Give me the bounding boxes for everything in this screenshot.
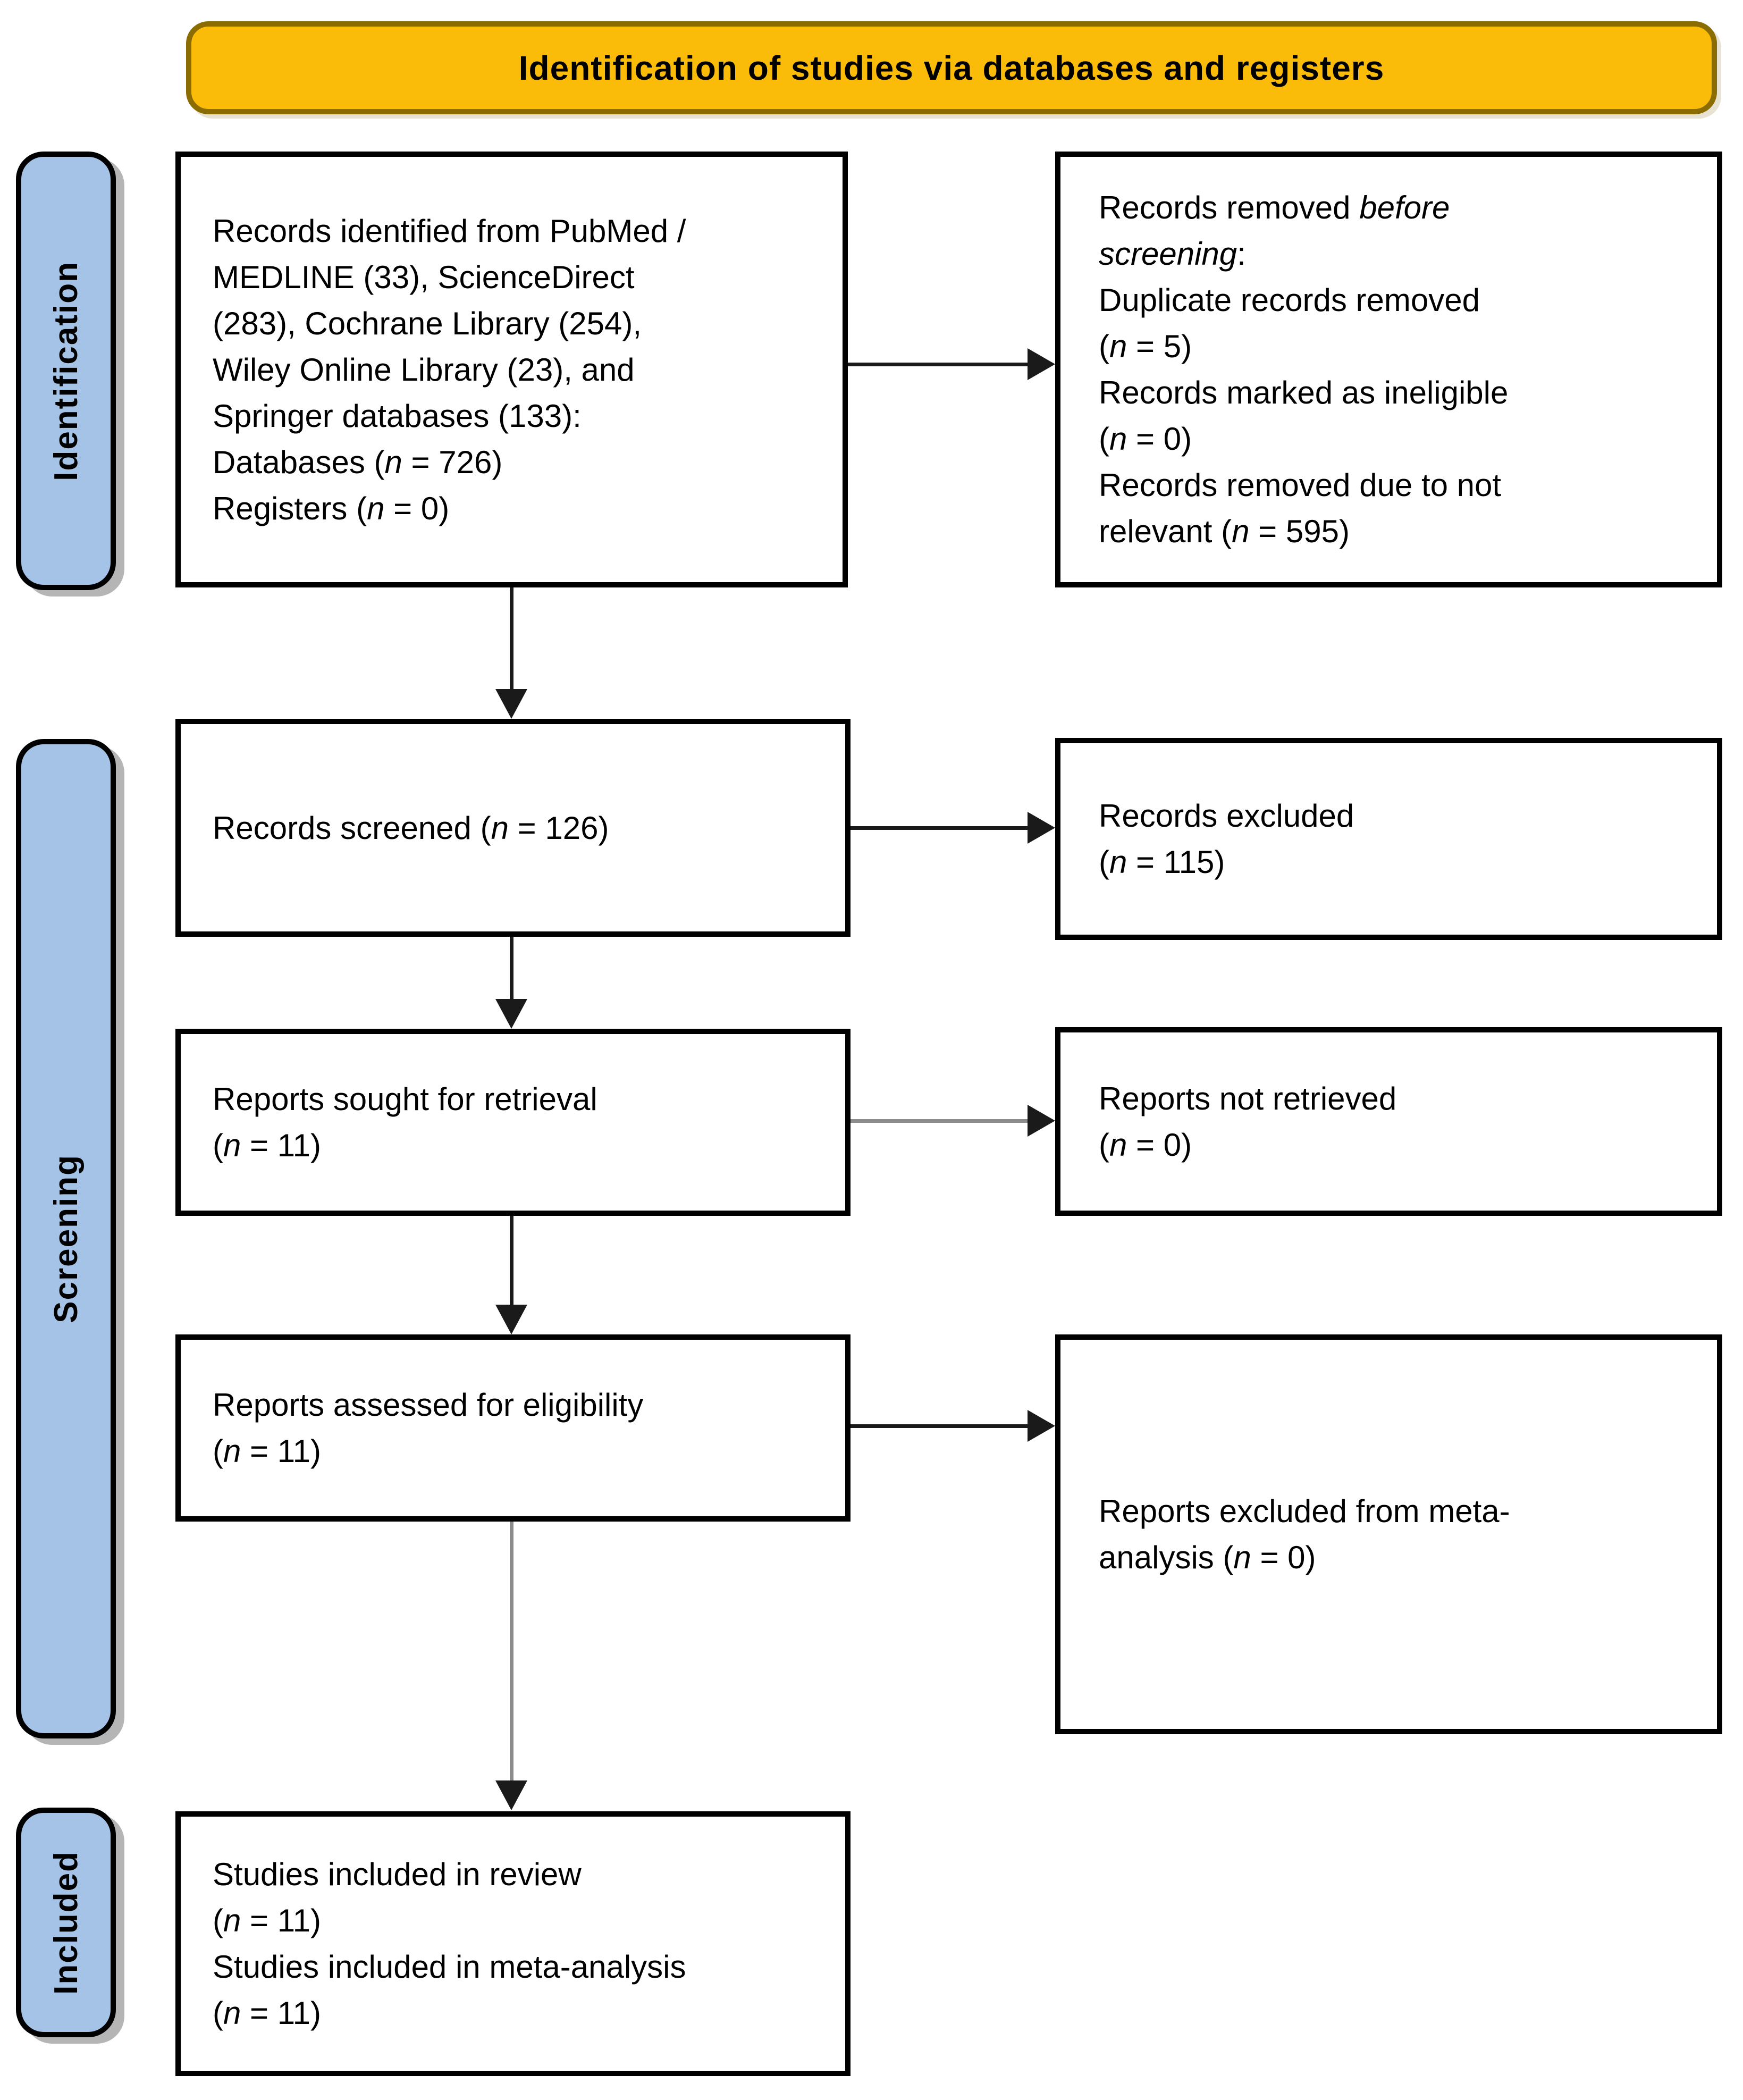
text-line: relevant (n = 595) <box>1099 514 1350 549</box>
box-reports-excluded-meta: Reports excluded from meta-analysis (n =… <box>1055 1334 1722 1734</box>
box-reports-assessed: Reports assessed for eligibility (n = 11) <box>175 1334 851 1522</box>
arrowhead-identified-to-removed <box>1028 348 1055 380</box>
text-line: Reports excluded from meta- <box>1099 1493 1510 1529</box>
box-reports-sought: Reports sought for retrieval (n = 11) <box>175 1029 851 1216</box>
arrowhead-identified-to-screened <box>495 689 527 719</box>
text-line: Wiley Online Library (23), and <box>213 351 635 388</box>
arrowhead-sought-to-not-retrieved <box>1028 1105 1055 1137</box>
box-records-excluded: Records excluded (n = 115) <box>1055 738 1722 940</box>
text-line: Records excluded <box>1099 798 1354 834</box>
text-line: (283), Cochrane Library (254), <box>213 305 642 341</box>
arrow-line-assessed-to-excluded-meta <box>851 1424 1030 1428</box>
text-line: Databases (n = 726) <box>213 444 503 480</box>
text-line: (n = 0) <box>1099 1127 1192 1163</box>
text-line: Springer databases (133): <box>213 398 582 434</box>
text-line: (n = 115) <box>1099 844 1225 880</box>
text-line: MEDLINE (33), ScienceDirect <box>213 259 635 295</box>
text-line: Records screened (n = 126) <box>213 810 609 846</box>
text-line: analysis (n = 0) <box>1099 1540 1316 1575</box>
text-line: (n = 0) <box>1099 421 1192 457</box>
stage-label-screening: Screening <box>16 739 116 1738</box>
arrow-line-screened-to-excluded <box>851 826 1030 830</box>
text-line: Records removed due to not <box>1099 467 1502 503</box>
box-records-screened: Records screened (n = 126) <box>175 719 851 937</box>
stage-label-identification: Identification <box>16 152 116 590</box>
text-line: Reports sought for retrieval <box>213 1081 597 1117</box>
box-records-removed: Records removed before screening: Duplicat… <box>1055 152 1722 587</box>
stage-label-identification-text: Identification <box>47 261 85 481</box>
banner-title: Identification of studies via databases … <box>518 48 1385 87</box>
text-line: screening: <box>1099 236 1246 272</box>
arrowhead-assessed-to-included <box>495 1780 527 1810</box>
box-reports-not-retrieved: Reports not retrieved (n = 0) <box>1055 1027 1722 1216</box>
arrow-line-identified-to-removed <box>848 363 1030 366</box>
banner: Identification of studies via databases … <box>186 21 1717 114</box>
arrow-line-sought-to-not-retrieved <box>851 1119 1030 1123</box>
text-line: (n = 11) <box>213 1903 322 1938</box>
arrow-line-sought-to-assessed <box>510 1216 513 1306</box>
text-line: Records identified from PubMed / <box>213 213 686 249</box>
arrowhead-sought-to-assessed <box>495 1305 527 1334</box>
text-line: Records marked as ineligible <box>1099 375 1509 410</box>
box-records-identified: Records identified from PubMed / MEDLINE … <box>175 152 848 587</box>
text-line: Duplicate records removed <box>1099 282 1480 318</box>
stage-label-included-text: Included <box>47 1850 85 1995</box>
stage-label-screening-text: Screening <box>47 1154 85 1323</box>
text-line: Reports not retrieved <box>1099 1080 1397 1116</box>
box-studies-included: Studies included in review (n = 11) Studie… <box>175 1811 851 2076</box>
arrow-line-identified-to-screened <box>510 587 513 691</box>
text-line: Reports assessed for eligibility <box>213 1387 644 1423</box>
text-line: (n = 11) <box>213 1995 322 2031</box>
text-line: Records removed before <box>1099 190 1450 225</box>
text-line: (n = 5) <box>1099 329 1192 364</box>
arrowhead-screened-to-excluded <box>1028 812 1055 844</box>
text-line: (n = 11) <box>213 1128 322 1163</box>
text-line: Studies included in meta-analysis <box>213 1949 686 1985</box>
text-line: Registers (n = 0) <box>213 490 450 526</box>
arrowhead-screened-to-sought <box>495 999 527 1029</box>
text-line: (n = 11) <box>213 1433 322 1469</box>
arrow-line-screened-to-sought <box>510 937 513 1001</box>
stage-label-included: Included <box>16 1808 116 2037</box>
arrowhead-assessed-to-excluded-meta <box>1028 1410 1055 1442</box>
text-line: Studies included in review <box>213 1857 582 1892</box>
arrow-line-assessed-to-included <box>510 1522 513 1782</box>
